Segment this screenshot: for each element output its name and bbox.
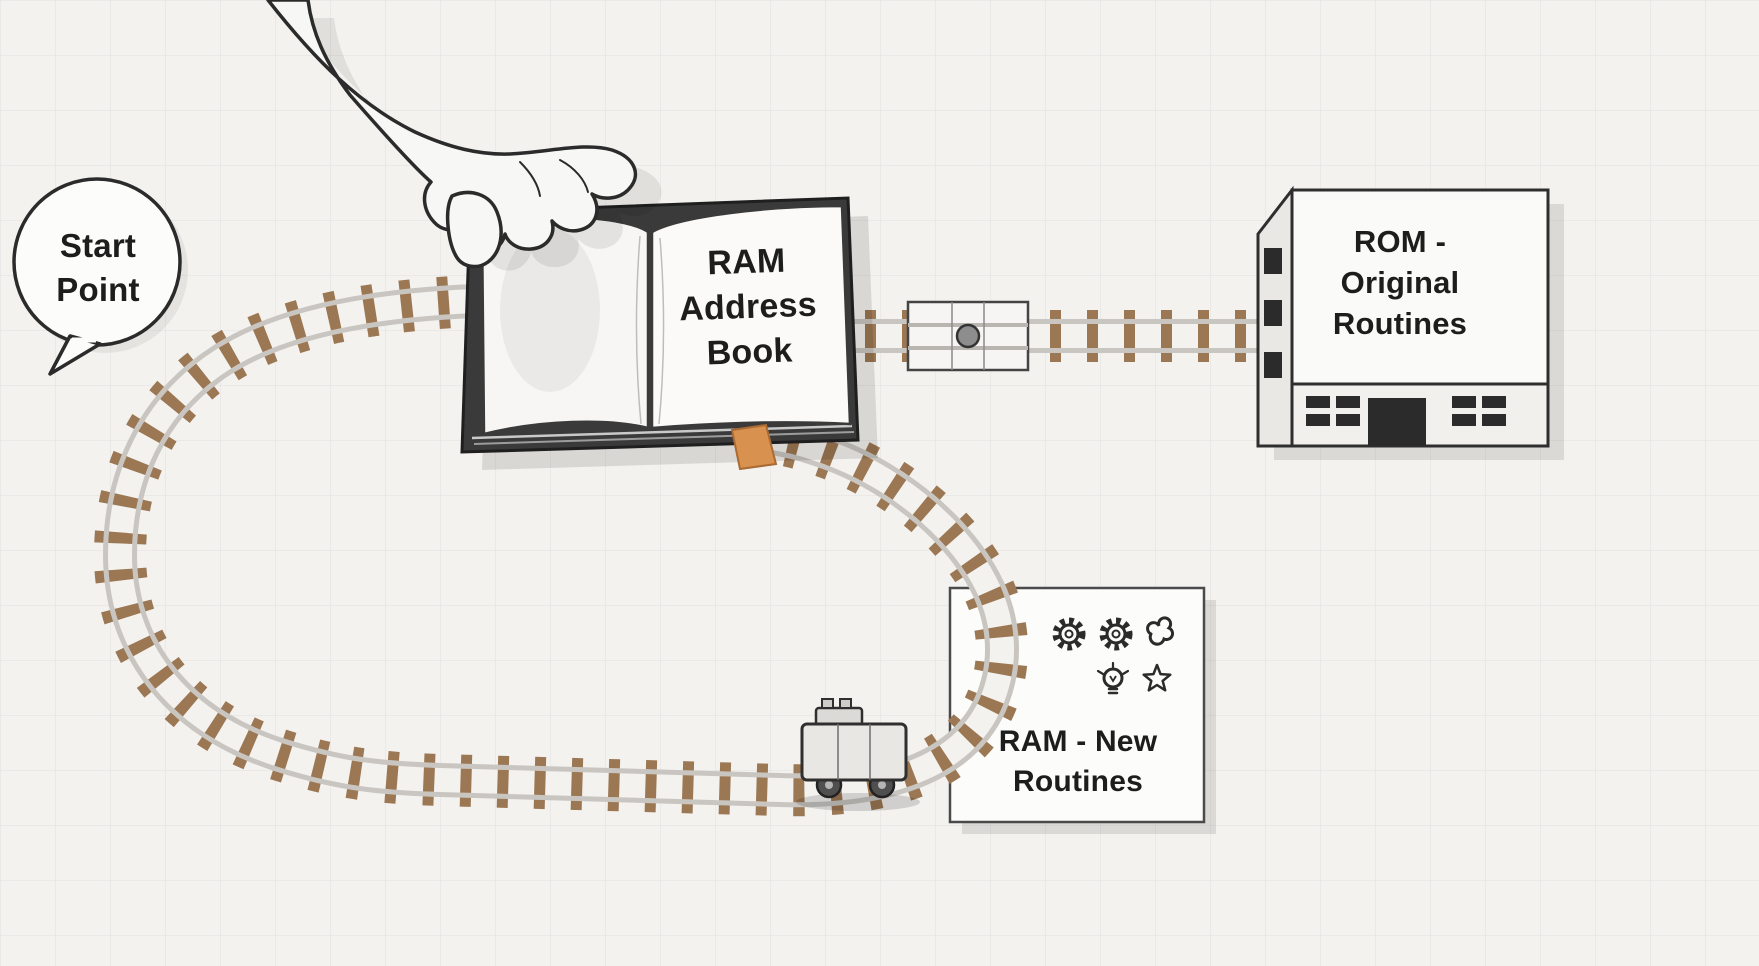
- book-label-line: Address: [678, 285, 818, 329]
- window: [1336, 414, 1360, 426]
- start-point-line: Point: [56, 270, 140, 308]
- window: [1336, 396, 1360, 408]
- ram-new-routines-label: RAM - New Routines: [953, 722, 1203, 801]
- window: [1452, 414, 1476, 426]
- bookmark-ribbon: [730, 423, 778, 471]
- window: [1482, 396, 1506, 408]
- lightbulb-icon: [1096, 661, 1130, 695]
- book-label-line: Book: [706, 331, 794, 373]
- hand-creases: [519, 159, 589, 197]
- train-car: [796, 698, 920, 811]
- train-body: [800, 722, 908, 782]
- ram-new-label-line: RAM - New: [998, 725, 1158, 758]
- star-icon: [1142, 663, 1172, 692]
- window: [1264, 300, 1282, 326]
- rom-label-line: ROM -: [1353, 224, 1447, 259]
- junction-switch: [906, 300, 1030, 372]
- switch-knob: [955, 323, 981, 349]
- page-stack-edge: [473, 431, 855, 445]
- window: [1264, 248, 1282, 274]
- door: [1368, 398, 1426, 446]
- ram-new-label-line: Routines: [1013, 764, 1143, 798]
- rom-label-line: Original: [1340, 264, 1460, 300]
- gear-icon: [1052, 617, 1086, 651]
- ram-address-book-label: RAM Address Book: [650, 237, 847, 378]
- speech-bubble: [12, 177, 188, 376]
- window: [1264, 352, 1282, 378]
- thumb: [445, 190, 503, 269]
- rom-building: [1256, 185, 1564, 460]
- window: [1482, 414, 1506, 426]
- scribble-icon: [1146, 616, 1175, 646]
- book-right-page: [650, 204, 852, 430]
- window: [1452, 396, 1476, 408]
- start-point-label: Start Point: [15, 224, 181, 311]
- window: [1306, 396, 1330, 408]
- hand-shadow-on-page: [500, 228, 600, 392]
- page-stack-edge: [471, 424, 853, 440]
- hand-illustration: [266, 0, 662, 271]
- gear-icon: [1099, 617, 1133, 651]
- rom-label-line: Routines: [1332, 305, 1468, 341]
- window: [1306, 414, 1330, 426]
- rom-original-routines-label: ROM - Original Routines: [1294, 222, 1506, 345]
- start-point-line: Start: [59, 227, 137, 264]
- book-label-line: RAM: [706, 241, 787, 283]
- train-shadow: [796, 793, 920, 811]
